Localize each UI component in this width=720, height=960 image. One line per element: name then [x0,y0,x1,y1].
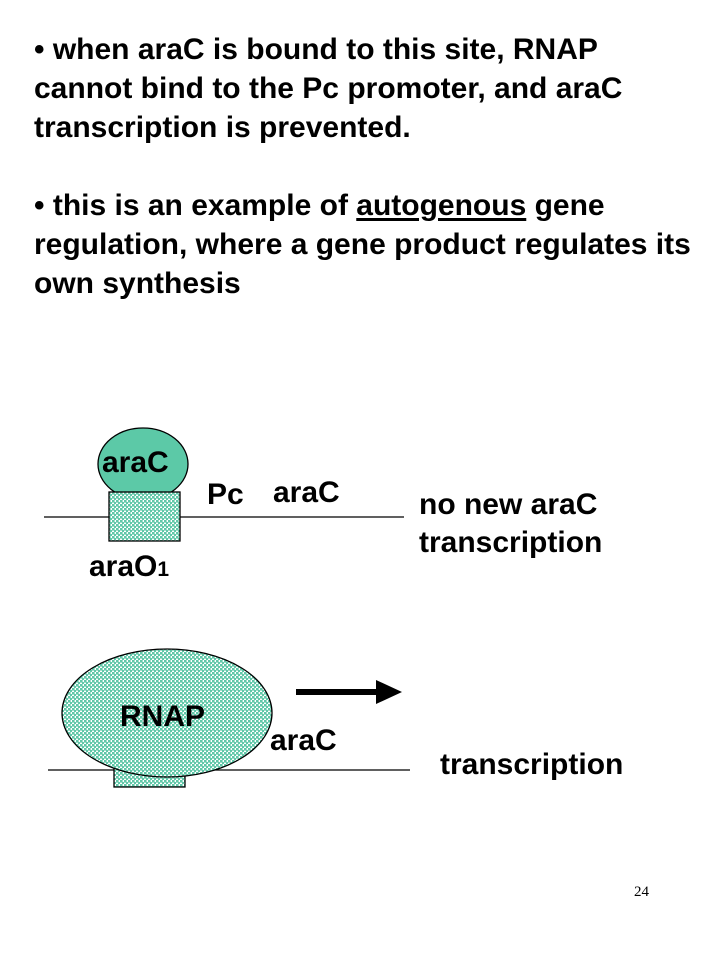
autogenous-term: autogenous [356,189,527,222]
araO1-label: araO1 [89,550,170,583]
arrow-right-icon [376,680,402,704]
araO1-site [108,491,181,542]
pc-promoter-label: Pc [207,478,244,511]
slide-number: 24 [634,884,649,900]
rnap-ellipse [61,648,273,778]
araC-gene-label-bottom: araC [270,724,337,757]
araC-gene-label-top: araC [273,476,340,509]
outcome-transcription: transcription [440,748,624,781]
araC-protein-label: araC [102,446,169,479]
rnap-label: RNAP [120,700,206,733]
bullet-araC-binding: • when araC is bound to this site, RNAP … [34,33,623,144]
bullet-autogenous-regulation: • this is an example of autogenous gene … [34,189,691,300]
slide-text: • when araC is bound to this site, RNAP … [34,30,704,303]
